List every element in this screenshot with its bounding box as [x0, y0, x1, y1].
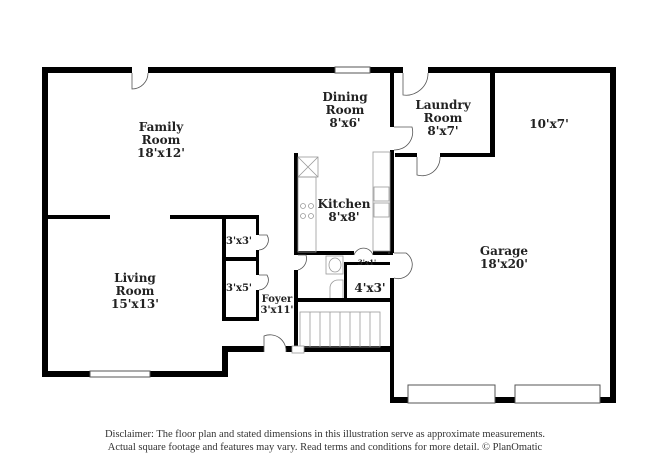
windows	[89, 66, 601, 404]
closet-4x3-label: 4'x3'	[354, 281, 386, 295]
storage-label: 10'x7'	[529, 117, 569, 131]
fixtures	[291, 151, 391, 354]
disclaimer: Disclaimer: The floor plan and stated di…	[0, 428, 650, 454]
disclaimer-line-1: Disclaimer: The floor plan and stated di…	[104, 429, 546, 440]
closet-3x1-label: 3'x1'	[357, 258, 377, 267]
doors	[131, 72, 441, 353]
closet-3x5-label: 3'x5'	[225, 283, 253, 294]
closet-3x3-label: 3'x3'	[225, 236, 253, 247]
walls	[42, 67, 616, 403]
disclaimer-line-2: Actual square footage and features may v…	[107, 442, 543, 453]
